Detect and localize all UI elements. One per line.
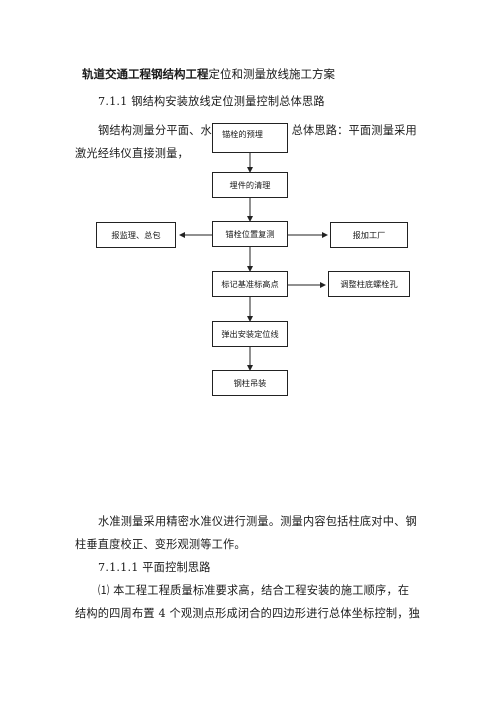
para3-line-1: ⑴ 本工程工程质量标准要求高，结合工程安装的施工顺序，在 xyxy=(98,584,410,597)
flow-box-mark-elevation: 标记基准标高点 xyxy=(212,271,288,297)
para2-line-2: 柱垂直度校正、变形观测等工作。 xyxy=(75,538,246,551)
flow-box-anchor-recheck: 锚栓位置复测 xyxy=(212,221,288,247)
flow-box-anchor-embed: 锚栓的预埋 xyxy=(212,123,288,153)
intro-line-2: 激光经纬仪直接测量， xyxy=(75,147,189,160)
subheading: 7.1.1.1 平面控制思路 xyxy=(98,561,211,574)
flow-box-report-factory: 报加工厂 xyxy=(330,222,408,248)
flow-box-embed-clean: 埋件的清理 xyxy=(212,172,288,198)
flow-box-adjust-bolt-holes: 调整柱底螺栓孔 xyxy=(328,271,410,297)
flow-box-snap-lines: 弹出安装定位线 xyxy=(212,321,288,347)
flow-box-column-hoist: 钢柱吊装 xyxy=(212,370,288,396)
section-heading: 7.1.1 钢结构安装放线定位测量控制总体思路 xyxy=(98,95,325,108)
document-title: 轨道交通工程钢结构工程定位和测量放线施工方案 xyxy=(82,67,335,81)
flow-box-report-supervisor: 报监理、总包 xyxy=(96,222,176,248)
para2-line-1: 水准测量采用精密水准仪进行测量。测量内容包括柱底对中、钢 xyxy=(98,515,417,528)
para3-line-2: 结构的四周布置 4 个观测点形成闭合的四边形进行总体坐标控制，独 xyxy=(75,607,421,620)
